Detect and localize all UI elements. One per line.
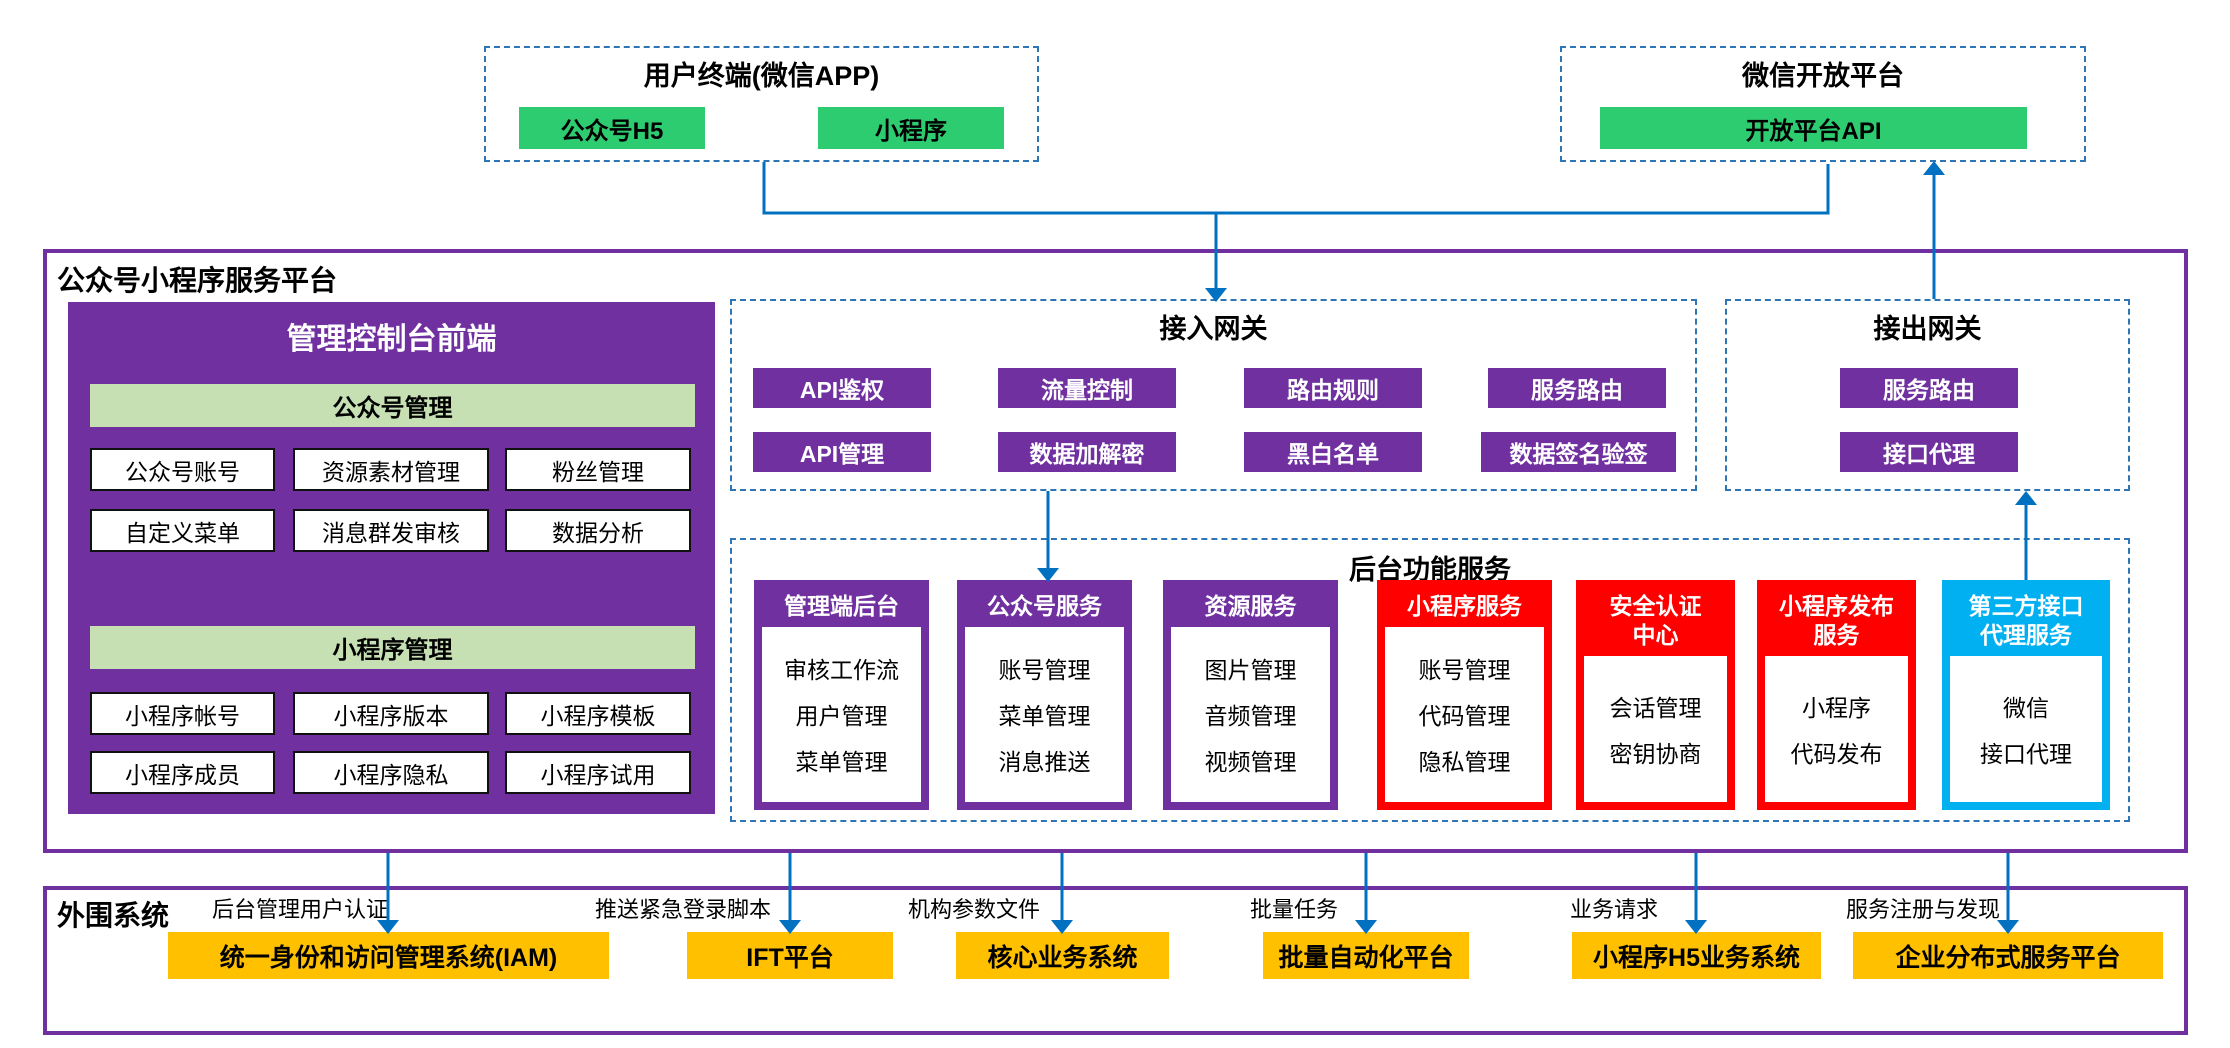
connection-label: 业务请求 xyxy=(1569,897,1658,922)
service-column-items: 小程序 代码发布 xyxy=(1765,655,1908,802)
arrowhead-up-icon xyxy=(1923,161,1945,175)
peripheral-systems-title: 外围系统 xyxy=(57,900,170,931)
service-column-items: 账号管理 菜单管理 消息推送 xyxy=(965,626,1124,802)
service-column-title: 小程序发布服务 xyxy=(1779,593,1894,648)
external-system-batch-automation: 批量自动化平台 xyxy=(1263,932,1469,979)
service-column-third-party-proxy: 第三方接口代理服务 微信 接口代理 xyxy=(1942,580,2110,810)
console-cell: 小程序模板 xyxy=(505,692,691,735)
external-system-ift: IFT平台 xyxy=(687,932,893,979)
outbound-gateway-title: 接出网关 xyxy=(1873,314,1982,344)
gateway-pill: API鉴权 xyxy=(753,368,931,408)
gateway-pill: 服务路由 xyxy=(1840,368,2018,408)
wechat-open-platform-title: 微信开放平台 xyxy=(1742,61,1904,91)
connection-label: 服务注册与发现 xyxy=(1845,897,2000,922)
service-column-items: 审核工作流 用户管理 菜单管理 xyxy=(762,626,921,802)
console-cell: 小程序试用 xyxy=(505,751,691,794)
service-column-items: 图片管理 音频管理 视频管理 xyxy=(1171,626,1330,802)
gateway-pill: 数据签名验签 xyxy=(1481,432,1676,472)
management-console-panel: 管理控制台前端 公众号管理 公众号账号 资源素材管理 粉丝管理 自定义菜单 消息… xyxy=(68,302,715,814)
service-column-title: 资源服务 xyxy=(1204,593,1297,619)
console-cell: 资源素材管理 xyxy=(293,448,489,491)
console-cell: 小程序隐私 xyxy=(293,751,489,794)
service-platform-box: 公众号小程序服务平台 管理控制台前端 公众号管理 公众号账号 资源素材管理 粉丝… xyxy=(43,249,2188,853)
external-system-core-business: 核心业务系统 xyxy=(956,932,1169,979)
service-column-security-auth: 安全认证中心 会话管理 密钥协商 xyxy=(1576,580,1735,810)
management-console-title: 管理控制台前端 xyxy=(286,323,497,356)
connection-label: 批量任务 xyxy=(1249,897,1338,922)
service-column-title: 公众号服务 xyxy=(987,593,1102,619)
console-cell: 小程序成员 xyxy=(90,751,275,794)
service-column-items: 账号管理 代码管理 隐私管理 xyxy=(1385,626,1544,802)
backend-services-box: 后台功能服务 管理端后台 审核工作流 用户管理 菜单管理 公众号服务 账号管理 … xyxy=(730,538,2130,822)
console-cell: 粉丝管理 xyxy=(505,448,691,491)
gateway-pill: 服务路由 xyxy=(1488,368,1666,408)
mini-program-section-header: 小程序管理 xyxy=(90,626,695,669)
access-gateway-box: 接入网关 API鉴权 流量控制 路由规则 服务路由 API管理 数据加解密 黑白… xyxy=(730,299,1697,491)
wechat-open-platform-box: 微信开放平台 开放平台API xyxy=(1560,46,2086,162)
service-column-mini-program: 小程序服务 账号管理 代码管理 隐私管理 xyxy=(1377,580,1552,810)
service-column-resource: 资源服务 图片管理 音频管理 视频管理 xyxy=(1163,580,1338,810)
service-column-title: 小程序服务 xyxy=(1407,593,1522,619)
service-column-title: 管理端后台 xyxy=(784,593,899,619)
console-cell: 小程序版本 xyxy=(293,692,489,735)
service-column-mini-program-release: 小程序发布服务 小程序 代码发布 xyxy=(1757,580,1916,810)
user-terminal-title: 用户终端(微信APP) xyxy=(643,61,880,91)
console-cell: 消息群发审核 xyxy=(293,509,489,552)
service-column-title: 第三方接口代理服务 xyxy=(1968,593,2084,648)
external-system-iam: 统一身份和访问管理系统(IAM) xyxy=(168,932,609,979)
peripheral-systems-box: 外围系统 后台管理用户认证 推送紧急登录脚本 机构参数文件 批量任务 业务请求 … xyxy=(43,886,2188,1035)
gateway-pill: 黑白名单 xyxy=(1244,432,1422,472)
outbound-gateway-box: 接出网关 服务路由 接口代理 xyxy=(1725,299,2130,491)
service-column-items: 微信 接口代理 xyxy=(1950,655,2102,802)
console-cell: 数据分析 xyxy=(505,509,691,552)
official-account-h5-pill: 公众号H5 xyxy=(519,107,705,149)
service-column-official-account: 公众号服务 账号管理 菜单管理 消息推送 xyxy=(957,580,1132,810)
gateway-pill: 数据加解密 xyxy=(998,432,1176,472)
console-cell: 自定义菜单 xyxy=(90,509,275,552)
gateway-pill: 路由规则 xyxy=(1244,368,1422,408)
external-system-miniprogram-h5: 小程序H5业务系统 xyxy=(1572,932,1821,979)
gateway-pill: API管理 xyxy=(753,432,931,472)
service-column-admin-backend: 管理端后台 审核工作流 用户管理 菜单管理 xyxy=(754,580,929,810)
external-system-distributed-service: 企业分布式服务平台 xyxy=(1853,932,2163,979)
open-platform-api-pill: 开放平台API xyxy=(1600,107,2027,149)
official-account-section-header: 公众号管理 xyxy=(90,384,695,427)
connection-label: 推送紧急登录脚本 xyxy=(594,897,771,922)
access-gateway-title: 接入网关 xyxy=(1159,314,1268,344)
gateway-pill: 接口代理 xyxy=(1840,432,2018,472)
connection-label: 机构参数文件 xyxy=(907,897,1040,922)
connection-label: 后台管理用户认证 xyxy=(211,897,388,922)
service-column-items: 会话管理 密钥协商 xyxy=(1584,655,1727,802)
console-cell: 小程序帐号 xyxy=(90,692,275,735)
mini-program-pill: 小程序 xyxy=(818,107,1004,149)
user-terminal-bus-line xyxy=(762,162,1830,215)
user-terminal-box: 用户终端(微信APP) 公众号H5 小程序 xyxy=(484,46,1039,162)
gateway-pill: 流量控制 xyxy=(998,368,1176,408)
service-column-title: 安全认证中心 xyxy=(1609,593,1702,648)
service-platform-title: 公众号小程序服务平台 xyxy=(57,265,338,296)
console-cell: 公众号账号 xyxy=(90,448,275,491)
